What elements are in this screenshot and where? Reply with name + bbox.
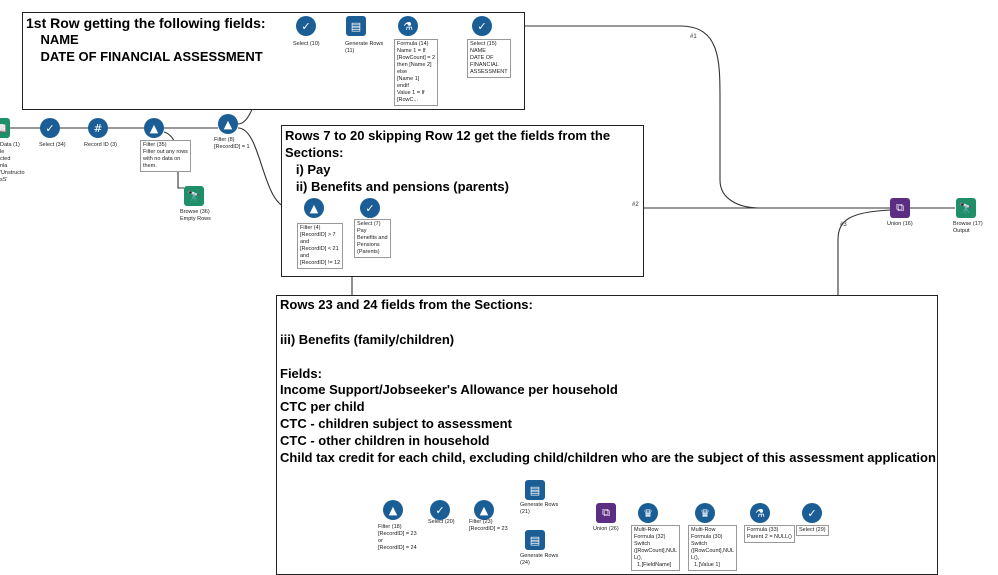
select-tool-icon[interactable]: ✓ bbox=[296, 16, 316, 36]
comment-line: CTC per child bbox=[280, 399, 365, 414]
filter-tool-icon[interactable]: ▲ bbox=[383, 500, 403, 520]
tool-label: Generate Rows (24) bbox=[520, 553, 559, 566]
generate-rows-icon[interactable]: ▤ bbox=[525, 530, 545, 550]
comment-line: iii) Benefits (family/children) bbox=[280, 332, 455, 347]
comment-line: Rows 23 and 24 fields from the Sections: bbox=[280, 297, 533, 312]
tool-label: Filter (4) [RecordID] > 7 and [RecordID]… bbox=[297, 223, 344, 269]
connection-number: #3 bbox=[840, 222, 847, 228]
union-tool-icon[interactable]: ⧉ bbox=[596, 503, 616, 523]
connection-number: #1 bbox=[690, 34, 697, 40]
tool-label: Select (7) Pay Benefits and Pensions (Pa… bbox=[354, 219, 391, 258]
record-id-tool-icon[interactable]: # bbox=[88, 118, 108, 138]
tool-label: Select (15) NAME DATE OF FINANCIAL ASSES… bbox=[467, 39, 511, 78]
tool-label: Browse (17) Output bbox=[953, 221, 983, 234]
tool-label: Filter (8) [RecordID] = 1 bbox=[214, 137, 250, 150]
tool-label: Filter (35) Filter out any rows with no … bbox=[140, 140, 191, 172]
connection bbox=[492, 25, 890, 209]
comment-line: CTC - children subject to assessment bbox=[280, 416, 512, 431]
comment-line: Sections: bbox=[285, 145, 344, 160]
union-tool-icon[interactable]: ⧉ bbox=[890, 198, 910, 218]
filter-tool-icon[interactable]: ▲ bbox=[304, 198, 324, 218]
comment-line: ii) Benefits and pensions (parents) bbox=[285, 179, 509, 194]
tool-label: Formula (33) Parent 2 = NULL() bbox=[744, 525, 795, 543]
tool-label: Multi-Row Formula (32) Switch ([RowCount… bbox=[631, 525, 681, 571]
comment-line: NAME bbox=[26, 32, 79, 47]
tool-label: Generate Rows (11) bbox=[345, 41, 384, 54]
comment-line: Child tax credit for each child, excludi… bbox=[280, 450, 936, 465]
select-tool-icon[interactable]: ✓ bbox=[40, 118, 60, 138]
tool-label: Select (29) bbox=[796, 525, 829, 536]
select-tool-icon[interactable]: ✓ bbox=[802, 503, 822, 523]
comment-box-row1[interactable] bbox=[22, 12, 525, 110]
filter-tool-icon[interactable]: ▲ bbox=[474, 500, 494, 520]
tool-label: Data (1) le cted nla 'Unstructo sS' bbox=[0, 142, 25, 183]
comment-line: Rows 7 to 20 skipping Row 12 get the fie… bbox=[285, 128, 611, 143]
multi-row-formula-icon[interactable]: ♛ bbox=[695, 503, 715, 523]
tool-label: Formula (14) Name 1 = If [RowCount] = 2 … bbox=[394, 39, 439, 106]
formula-tool-icon[interactable]: ⚗ bbox=[750, 503, 770, 523]
formula-tool-icon[interactable]: ⚗ bbox=[398, 16, 418, 36]
select-tool-icon[interactable]: ✓ bbox=[360, 198, 380, 218]
tool-label: Select (20) bbox=[428, 519, 455, 525]
comment-line: 1st Row getting the following fields: bbox=[26, 15, 266, 31]
generate-rows-icon[interactable]: ▤ bbox=[346, 16, 366, 36]
comment-line: Income Support/Jobseeker's Allowance per… bbox=[280, 382, 618, 397]
tool-label: Select (34) bbox=[39, 142, 66, 148]
comment-line: DATE OF FINANCIAL ASSESSMENT bbox=[26, 49, 263, 64]
browse-tool-icon[interactable]: 🔭 bbox=[184, 186, 204, 206]
comment-line: i) Pay bbox=[285, 162, 331, 177]
tool-label: Union (26) bbox=[593, 526, 619, 532]
tool-label: Multi-Row Formula (30) Switch ([RowCount… bbox=[688, 525, 738, 571]
multi-row-formula-icon[interactable]: ♛ bbox=[638, 503, 658, 523]
tool-label: Record ID (3) bbox=[84, 142, 118, 148]
filter-tool-icon[interactable]: ▲ bbox=[218, 114, 238, 134]
comment-line: Fields: bbox=[280, 366, 322, 381]
input-data-icon[interactable]: 📖 bbox=[0, 118, 10, 138]
browse-tool-icon[interactable]: 🔭 bbox=[956, 198, 976, 218]
tool-label: Filter (18) [RecordID] = 23 or [RecordID… bbox=[378, 524, 417, 551]
connection-number: #2 bbox=[632, 202, 639, 208]
tool-label: Browse (36) Empty Rows bbox=[180, 209, 211, 222]
comment-line: CTC - other children in household bbox=[280, 433, 490, 448]
generate-rows-icon[interactable]: ▤ bbox=[525, 480, 545, 500]
tool-label: Union (16) bbox=[887, 221, 913, 227]
tool-label: Filter (23) [RecordID] = 23 bbox=[469, 519, 508, 532]
select-tool-icon[interactable]: ✓ bbox=[472, 16, 492, 36]
select-tool-icon[interactable]: ✓ bbox=[430, 500, 450, 520]
tool-label: Generate Rows (21) bbox=[520, 502, 559, 515]
filter-tool-icon[interactable]: ▲ bbox=[144, 118, 164, 138]
tool-label: Select (10) bbox=[293, 41, 320, 47]
